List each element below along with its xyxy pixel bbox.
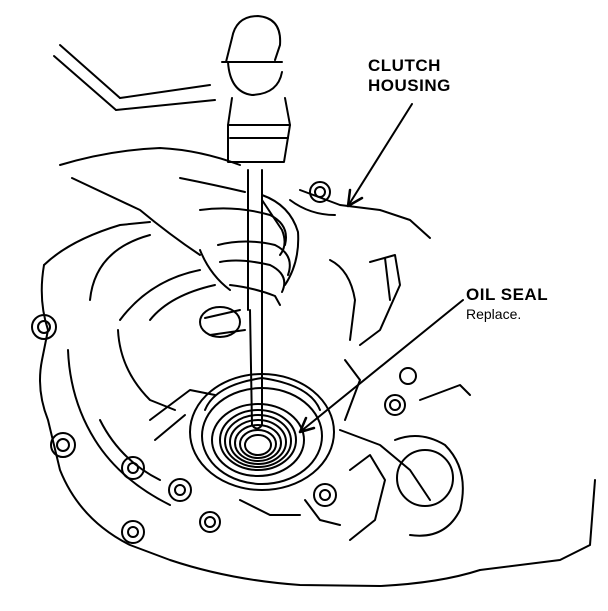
oil-seal-label-note: Replace. — [466, 306, 522, 322]
hammer-icon — [53, 15, 291, 163]
oil-seal-label: OIL SEAL Replace. — [466, 285, 548, 323]
drift-punch — [247, 169, 263, 430]
clutch-housing-label: CLUTCH HOUSING — [368, 56, 451, 96]
clutch-housing — [31, 181, 596, 587]
hand — [59, 147, 300, 306]
clutch-housing-label-line1: CLUTCH — [368, 56, 441, 75]
oil-seal-arrow — [298, 299, 464, 434]
clutch-housing-arrow — [346, 103, 413, 208]
clutch-housing-label-line2: HOUSING — [368, 76, 451, 95]
oil-seal-label-title: OIL SEAL — [466, 285, 549, 304]
oil-seal — [219, 409, 297, 471]
